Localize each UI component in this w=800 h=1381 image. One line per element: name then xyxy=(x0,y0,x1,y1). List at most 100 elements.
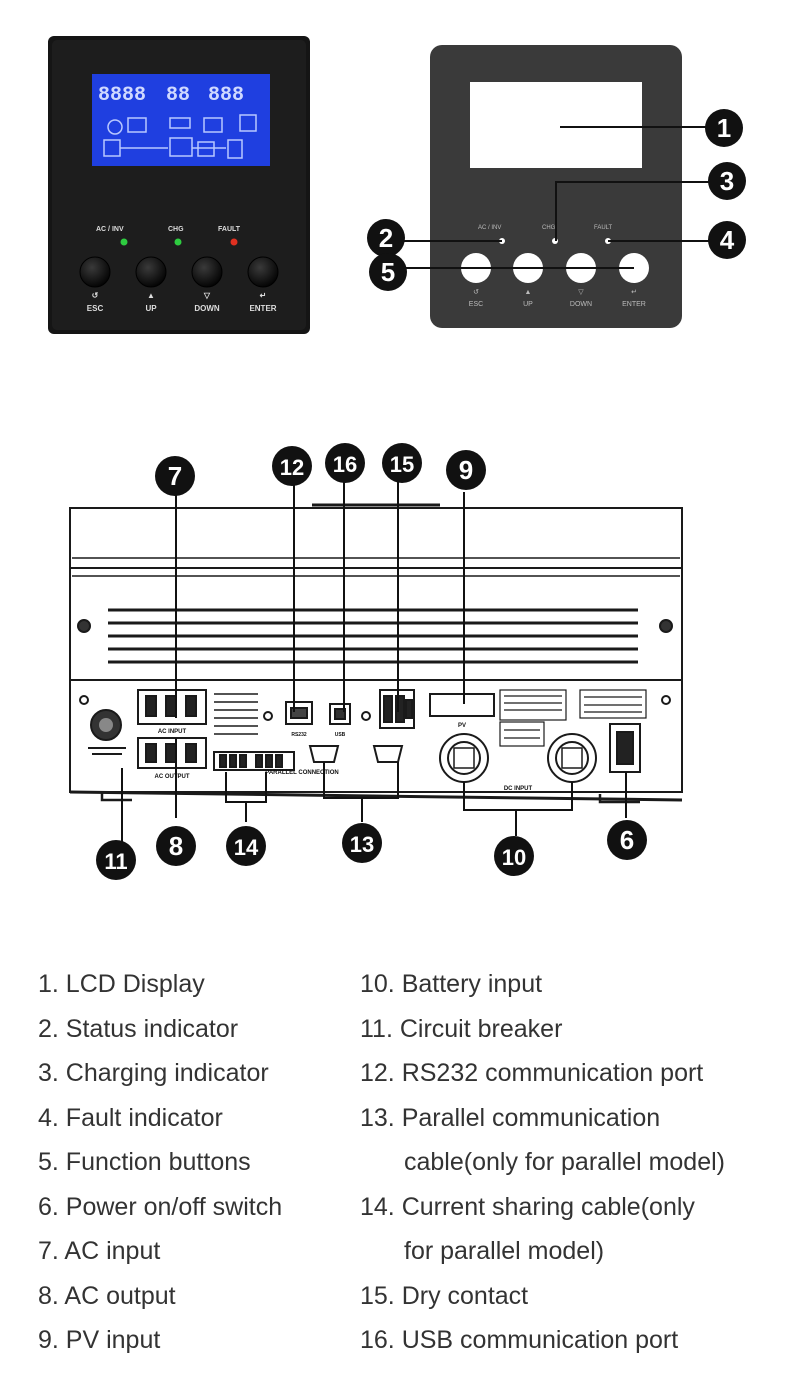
led-chg xyxy=(174,238,182,246)
parallel-label: PARALLEL CONNECTION xyxy=(265,770,338,776)
ac-input-terminal[interactable] xyxy=(137,689,207,725)
legend-item: 13. Parallel communication xyxy=(360,1103,661,1132)
svg-text:15: 15 xyxy=(390,452,414,477)
legend-item: 7. AC input xyxy=(38,1237,161,1265)
callout-16: 16 xyxy=(325,443,365,483)
pv-input-terminal[interactable] xyxy=(429,693,495,717)
enter-icon: ↵ xyxy=(260,291,267,300)
callout-7: 7 xyxy=(155,456,195,496)
svg-text:16: 16 xyxy=(333,452,357,477)
ac-output-label: AC OUTPUT xyxy=(155,774,190,780)
led-label-chg: CHG xyxy=(168,226,184,233)
callout-3: 3 xyxy=(708,162,746,200)
rear-leader-lines xyxy=(121,482,627,842)
drawing-up-icon: ▲ xyxy=(525,289,532,296)
indicator-label-fault: FAULT xyxy=(594,225,613,231)
callout-5: 5 xyxy=(369,253,407,291)
svg-text:14: 14 xyxy=(234,835,259,860)
legend-item: 16. USB communication port xyxy=(360,1326,679,1354)
legend-right: 10. Battery input 11. Circuit breaker 12… xyxy=(360,962,725,1363)
callout-4: 4 xyxy=(708,221,746,259)
svg-text:13: 13 xyxy=(350,832,374,857)
esc-icon: ↺ xyxy=(92,291,99,300)
led-ac-inv xyxy=(120,238,128,246)
current-sharing-port[interactable] xyxy=(213,751,295,771)
svg-text:5: 5 xyxy=(381,257,395,287)
spec-labels xyxy=(499,689,647,747)
led-fault xyxy=(230,238,238,246)
drawing-down-label: DOWN xyxy=(570,301,592,308)
callouts: 1 3 2 4 5 7 12 16 15 9 11 8 14 13 10 6 xyxy=(96,109,746,880)
svg-text:2: 2 xyxy=(379,223,393,253)
legend-item: 12. RS232 communication port xyxy=(360,1059,704,1087)
svg-text:3: 3 xyxy=(720,166,734,196)
svg-text:8888: 8888 xyxy=(98,84,146,107)
lcd-segments: 8888 88 888 xyxy=(98,84,257,159)
rear-panel: AC INPUT AC OUTPUT RS232 USB xyxy=(69,503,683,804)
dc-input-label: DC INPUT xyxy=(504,786,533,792)
up-button[interactable] xyxy=(135,256,167,288)
svg-text:7: 7 xyxy=(168,461,182,491)
legend-item-continuation: for parallel model) xyxy=(404,1237,605,1265)
screw-left-icon xyxy=(77,619,91,633)
legend-item: 5. Function buttons xyxy=(38,1148,251,1176)
parallel-port-1[interactable] xyxy=(308,745,340,763)
ac-output-terminal[interactable] xyxy=(137,737,207,769)
legend-item: 6. Power on/off switch xyxy=(38,1192,283,1221)
legend-item: 11. Circuit breaker xyxy=(360,1014,563,1043)
top-cover xyxy=(69,507,683,569)
esc-button[interactable] xyxy=(79,256,111,288)
callout-11: 11 xyxy=(96,840,136,880)
up-label: UP xyxy=(145,304,157,313)
legend-item: 4. Fault indicator xyxy=(38,1103,223,1132)
rs232-port[interactable] xyxy=(285,701,313,725)
front-panel-drawing: AC / INV CHG FAULT ↺ ▲ ▽ ↵ ESC UP DOWN E… xyxy=(402,45,712,328)
svg-text:4: 4 xyxy=(720,225,735,255)
svg-text:12: 12 xyxy=(280,455,304,480)
callout-10: 10 xyxy=(494,836,534,876)
pv-label: PV xyxy=(458,723,466,729)
callout-8: 8 xyxy=(156,826,196,866)
legend-item: 14. Current sharing cable(only xyxy=(360,1192,695,1221)
callout-14: 14 xyxy=(226,826,266,866)
callout-13: 13 xyxy=(342,823,382,863)
usb-port[interactable] xyxy=(329,703,351,725)
legend-item: 15. Dry contact xyxy=(360,1281,529,1310)
front-panel-photo: 8888 88 888 AC / INV CHG FAULT xyxy=(48,36,310,334)
svg-text:11: 11 xyxy=(104,849,127,874)
svg-text:10: 10 xyxy=(502,845,526,870)
esc-label: ESC xyxy=(87,304,104,313)
indicator-label-chg: CHG xyxy=(542,225,556,231)
callout-6: 6 xyxy=(607,820,647,860)
svg-text:6: 6 xyxy=(620,825,634,855)
rs232-label: RS232 xyxy=(291,732,307,738)
callout-2: 2 xyxy=(367,219,405,257)
up-arrow-icon: ▲ xyxy=(147,291,155,300)
legend-item: 2. Status indicator xyxy=(38,1014,239,1043)
legend-item: 10. Battery input xyxy=(360,970,543,998)
drawing-down-icon: ▽ xyxy=(578,289,584,296)
led-label-ac-inv: AC / INV xyxy=(96,226,124,233)
down-button[interactable] xyxy=(191,256,223,288)
callout-9: 9 xyxy=(446,450,486,490)
legend-item: 3. Charging indicator xyxy=(38,1059,269,1087)
indicator-label-ac-inv: AC / INV xyxy=(478,225,501,231)
drawing-enter-label: ENTER xyxy=(622,301,646,308)
drawing-esc-icon: ↺ xyxy=(473,289,479,296)
down-label: DOWN xyxy=(194,304,220,313)
svg-text:888: 888 xyxy=(208,84,244,107)
enter-button[interactable] xyxy=(247,256,279,288)
callout-12: 12 xyxy=(272,446,312,486)
lcd-outline xyxy=(470,82,642,168)
front-leader-lines xyxy=(402,126,712,269)
enter-label: ENTER xyxy=(249,304,276,313)
led-label-fault: FAULT xyxy=(218,226,241,233)
legend-item-continuation: cable(only for parallel model) xyxy=(404,1148,725,1176)
svg-text:9: 9 xyxy=(459,455,473,485)
svg-text:1: 1 xyxy=(717,113,731,143)
legend-left: 1. LCD Display 2. Status indicator 3. Ch… xyxy=(38,962,282,1363)
drawing-esc-label: ESC xyxy=(469,301,483,308)
usb-label: USB xyxy=(335,732,346,738)
callout-1: 1 xyxy=(705,109,743,147)
svg-text:88: 88 xyxy=(166,84,190,107)
